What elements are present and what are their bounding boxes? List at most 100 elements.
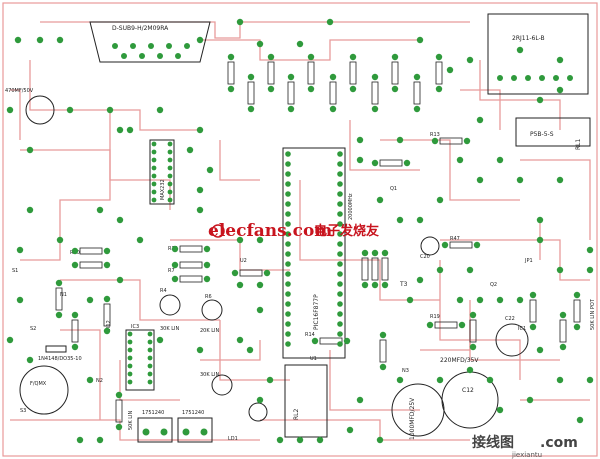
solder-pad: [121, 53, 127, 59]
pot-label: 50K LIN POT: [590, 298, 596, 330]
solder-pad: [112, 43, 118, 49]
solder-pad: [529, 291, 537, 299]
solder-pad: [337, 201, 343, 207]
solder-pad: [167, 149, 173, 155]
r7-label: R7: [168, 268, 175, 274]
solder-pad: [476, 176, 484, 184]
solder-pad: [539, 75, 545, 81]
solder-pad: [6, 336, 14, 344]
solder-pad: [147, 363, 153, 369]
pot1-label: 30K LIN: [160, 326, 179, 332]
solder-pad: [142, 428, 150, 436]
solder-pad: [167, 141, 173, 147]
ic1-label: IC1: [518, 326, 526, 332]
solder-pad: [556, 86, 564, 94]
n3-label: N3: [402, 368, 409, 374]
solder-pad: [147, 339, 153, 345]
solder-pad: [136, 236, 144, 244]
solder-pad: [361, 281, 369, 289]
resistor-body: [239, 269, 263, 277]
dsub-label: D-SUB9-H/2M09RA: [112, 25, 169, 32]
solder-pad: [396, 376, 404, 384]
psu-module: P5B-5-S: [515, 117, 591, 147]
term1-label: 1751240: [142, 410, 164, 416]
resistor-body: [179, 275, 203, 283]
psu-label: P5B-5-S: [530, 131, 554, 138]
solder-pad: [486, 376, 494, 384]
resistor-body: [307, 61, 315, 85]
s3-label: S3: [20, 408, 26, 414]
resistor-body: [79, 247, 103, 255]
brand-cn-text: 电子发烧友: [314, 223, 379, 239]
solder-pad: [231, 269, 239, 277]
cap-220-label: 220MFD/35V: [440, 357, 479, 364]
solder-pad: [247, 105, 255, 113]
solder-pad: [529, 323, 537, 331]
resistor-body: [379, 339, 387, 363]
solder-pad: [361, 249, 369, 257]
solder-pad: [103, 247, 111, 255]
solder-pad: [203, 275, 211, 283]
solder-pad: [96, 206, 104, 214]
solder-pad: [285, 281, 291, 287]
solder-pad: [16, 246, 24, 254]
watermark-cn: 接线图: [472, 434, 514, 451]
r14-label: R14: [305, 332, 315, 338]
solder-pad: [157, 53, 163, 59]
solder-pad: [337, 271, 343, 277]
solder-pad: [329, 105, 337, 113]
resistor-body: [319, 337, 343, 345]
solder-pad: [349, 53, 357, 61]
solder-pad: [160, 428, 168, 436]
solder-pad: [436, 196, 444, 204]
rl1-label: RL1: [575, 138, 582, 150]
solder-pad: [573, 323, 581, 331]
solder-pad: [469, 343, 477, 351]
solder-pad: [431, 137, 439, 145]
solder-pad: [147, 371, 153, 377]
solder-pad: [337, 231, 343, 237]
solder-pad: [276, 436, 284, 444]
solder-pad: [376, 436, 384, 444]
solder-pad: [556, 376, 564, 384]
capacitor-c13: 1000MFD/25V: [391, 383, 445, 440]
solder-pad: [536, 236, 544, 244]
solder-pad: [285, 331, 291, 337]
resistor-body: [361, 257, 369, 281]
designators: R39 R40 R7 R12 R13 R14 R19 R47 IC1 T3 U2…: [12, 132, 596, 414]
solder-pad: [511, 75, 517, 81]
crystal-label: 20000MHz: [348, 193, 354, 220]
solder-pad: [337, 161, 343, 167]
resistor-body: [439, 137, 463, 145]
solder-pad: [381, 249, 389, 257]
solder-pad: [147, 347, 153, 353]
n1-label: N1: [60, 292, 67, 298]
ic3-chip: IC3: [125, 324, 155, 391]
solder-pad: [496, 156, 504, 164]
resistor-body: [103, 303, 111, 327]
solder-pad: [267, 53, 275, 61]
resistor-body: [379, 159, 403, 167]
resistor-body: [329, 81, 337, 105]
solder-pad: [526, 396, 534, 404]
s2-label: S2: [30, 326, 36, 332]
solder-pad: [71, 261, 79, 269]
solder-pad: [285, 161, 291, 167]
solder-pad: [151, 157, 157, 163]
watermark-url: jiexiantu: [511, 451, 542, 459]
solder-pad: [171, 275, 179, 283]
solder-pad: [56, 36, 64, 44]
solder-pad: [285, 291, 291, 297]
solder-pad: [256, 396, 264, 404]
solder-pad: [337, 191, 343, 197]
c13-label: 1000MFD/25V: [409, 397, 416, 440]
solder-pad: [256, 40, 264, 48]
solder-pad: [567, 75, 573, 81]
solder-pad: [285, 251, 291, 257]
mcu-chip: PIC16F877P: [282, 147, 346, 359]
solder-pad: [71, 343, 79, 351]
solder-pad: [86, 376, 94, 384]
solder-pad: [285, 321, 291, 327]
solder-pad: [127, 339, 133, 345]
